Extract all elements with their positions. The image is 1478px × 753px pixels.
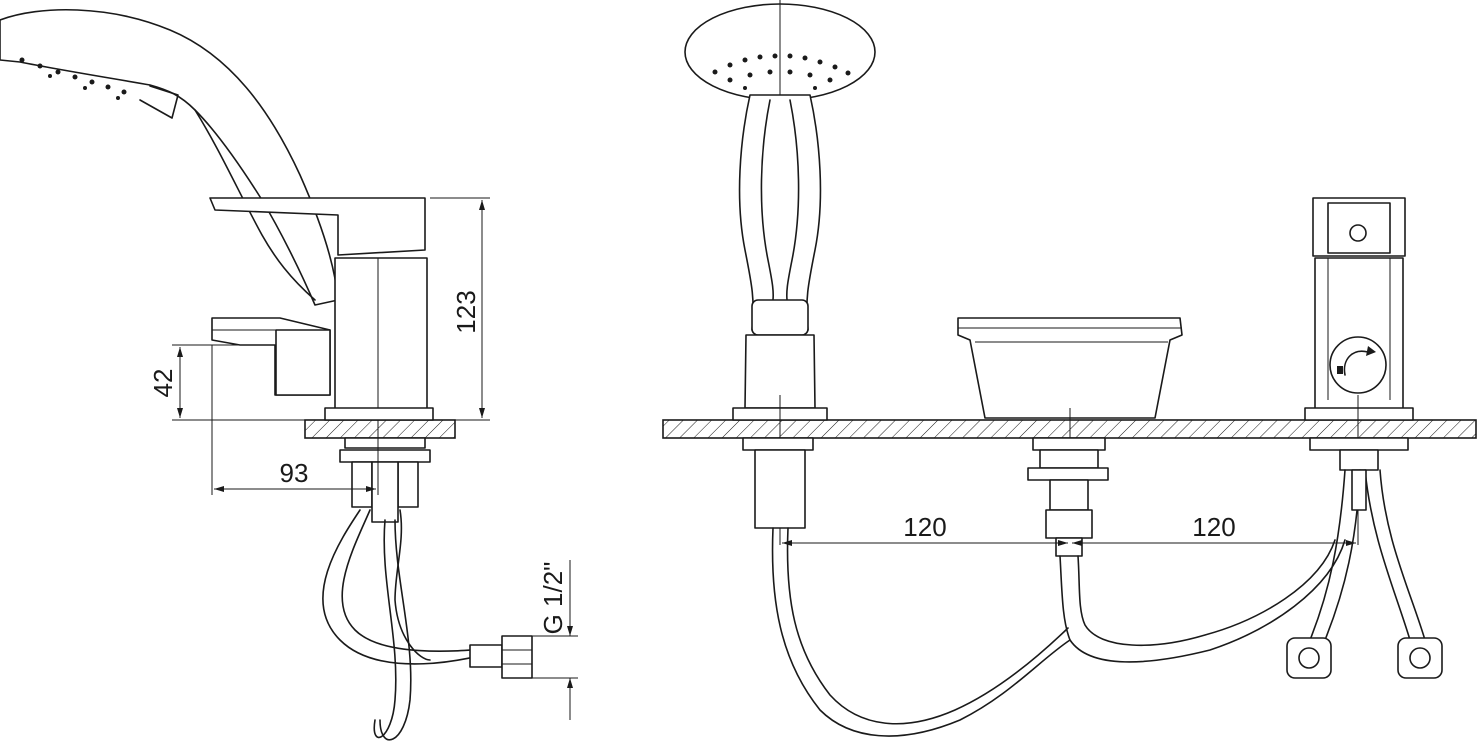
front-mixer-body <box>1304 197 1414 545</box>
front-hand-shower <box>684 0 876 545</box>
side-view: 123 42 93 G 1/2" <box>0 8 578 741</box>
dim-spacing-left: 120 <box>782 512 1068 546</box>
side-connector-nut <box>469 635 533 679</box>
side-spout-block <box>275 329 331 396</box>
dim-spout-reach: 93 <box>211 345 379 495</box>
front-hose-nut-right <box>1397 637 1443 679</box>
dim-spacing-left-label: 120 <box>903 512 946 542</box>
dim-height-total-label: 123 <box>451 290 481 333</box>
side-under-deck-fittings <box>339 437 431 523</box>
dim-spacing-right-label: 120 <box>1192 512 1235 542</box>
dim-spout-height-label: 42 <box>148 369 178 398</box>
front-hose-nut-left <box>1286 637 1332 679</box>
front-spout-connection <box>1027 437 1346 663</box>
side-hand-shower <box>0 8 339 306</box>
dim-thread-label: G 1/2" <box>538 562 568 635</box>
dim-height-total: 123 <box>430 197 490 421</box>
side-spray-holes <box>19 57 127 100</box>
side-body-base <box>324 407 434 421</box>
dim-spout-reach-label: 93 <box>280 458 309 488</box>
front-spray-holes <box>712 53 851 90</box>
front-spout <box>957 317 1183 545</box>
dim-spacing-right: 120 <box>1072 512 1356 546</box>
front-view: 120 120 <box>662 0 1477 737</box>
side-lever <box>209 197 426 256</box>
side-body <box>334 257 428 414</box>
side-countertop <box>304 419 456 439</box>
dim-spout-height: 42 <box>148 344 305 421</box>
dim-thread: G 1/2" <box>532 560 578 720</box>
front-mixer-hoses <box>1286 437 1443 679</box>
front-shower-connection <box>742 437 1071 737</box>
side-hoses <box>322 509 501 741</box>
